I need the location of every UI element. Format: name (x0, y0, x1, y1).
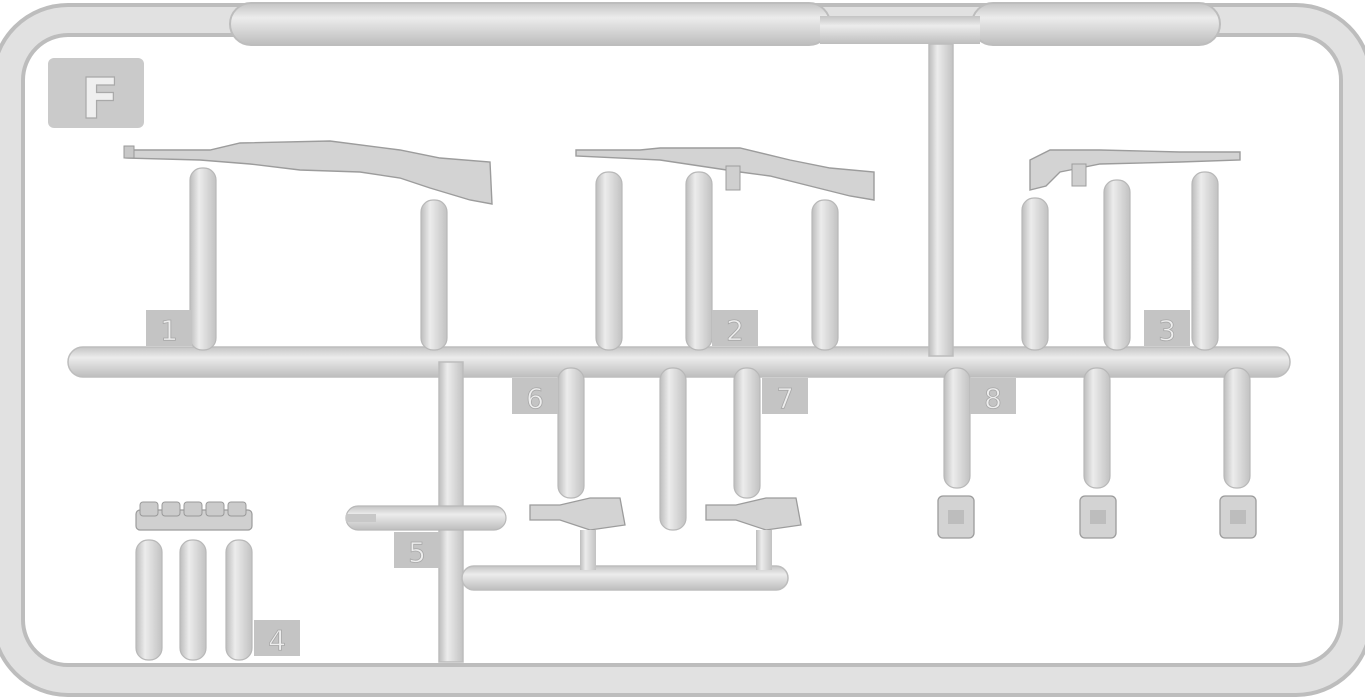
part-label-3: 3 (1144, 310, 1190, 347)
part-6-7-tools (529, 367, 802, 570)
part-label-5: 5 (394, 532, 440, 569)
part-2-carbine (575, 147, 875, 351)
part-number-6: 6 (526, 382, 544, 415)
part-number-8: 8 (984, 382, 1002, 415)
part-number-5: 5 (408, 536, 426, 569)
part-label-2: 2 (712, 310, 758, 347)
part-label-7: 7 (762, 378, 808, 415)
part-label-8: 8 (970, 378, 1016, 415)
part-4-pouches (135, 501, 253, 661)
part-label-4: 4 (254, 620, 300, 657)
part-8-pouches (937, 367, 1257, 539)
part-3-carbine-folding (1021, 149, 1241, 351)
sprue-letter-tab: F (48, 58, 144, 133)
part-5-assembly (345, 505, 507, 531)
part-number-3: 3 (1158, 314, 1176, 347)
sprue-letter: F (81, 67, 119, 132)
part-1-rifle (123, 140, 493, 351)
part-number-7: 7 (776, 382, 794, 415)
part-number-tabs: 1 2 3 4 5 6 7 8 (146, 310, 1190, 657)
part-number-2: 2 (726, 314, 744, 347)
part-label-6: 6 (512, 378, 558, 415)
part-label-1: 1 (146, 310, 192, 347)
part-number-4: 4 (268, 624, 286, 657)
part-number-1: 1 (160, 314, 178, 347)
main-runner (67, 43, 1291, 663)
